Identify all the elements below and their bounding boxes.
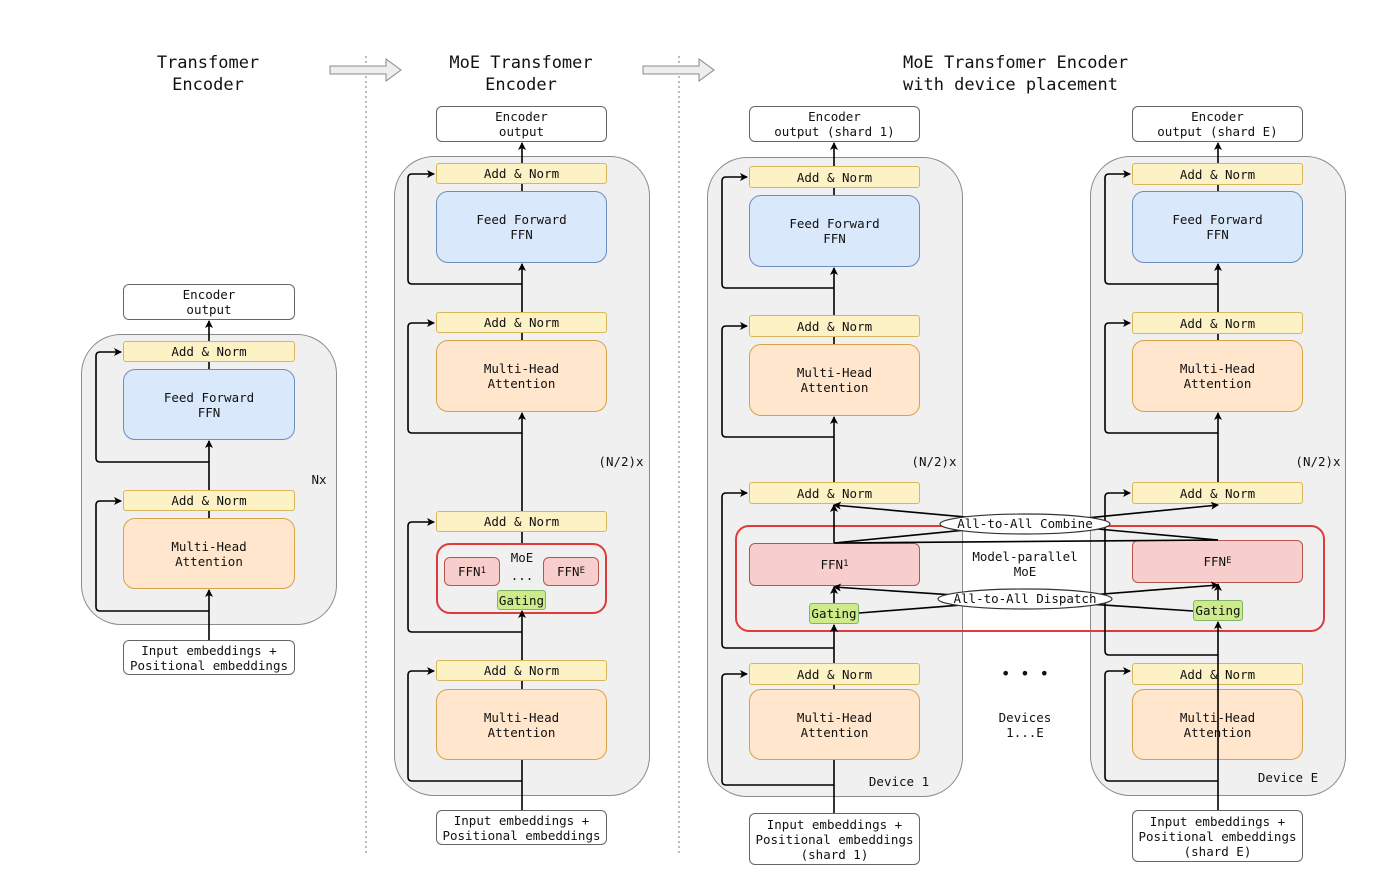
encoder-output-shard-1-box: Encoder output (shard 1) xyxy=(749,106,920,142)
flow-arrow-icon xyxy=(329,58,402,82)
multi-head-attention-box: Multi-Head Attention xyxy=(436,689,607,760)
expert-subscript: 1 xyxy=(843,559,849,569)
multi-head-attention-box: Multi-Head Attention xyxy=(436,340,607,412)
repeat-label: (N/2)x xyxy=(911,454,957,469)
all-to-all-combine-label: All-to-All Combine xyxy=(957,516,1093,531)
repeat-label: (N/2)x xyxy=(1295,454,1341,469)
expert-subscript: 1 xyxy=(480,566,486,576)
add-norm-box: Add & Norm xyxy=(1132,163,1303,185)
gating-box: Gating xyxy=(497,590,546,610)
add-norm-box: Add & Norm xyxy=(436,312,607,333)
add-norm-box: Add & Norm xyxy=(749,166,920,188)
multi-head-attention-box: Multi-Head Attention xyxy=(123,518,295,589)
feed-forward-box: Feed Forward FFN xyxy=(749,195,920,267)
encoder-output-box: Encoder output xyxy=(123,284,295,320)
repeat-label: (N/2)x xyxy=(598,454,644,469)
device-e-label: Device E xyxy=(1257,770,1319,785)
add-norm-box: Add & Norm xyxy=(1132,482,1303,504)
devices-range-label: Devices 1...E xyxy=(998,710,1052,740)
moe-label: MoE xyxy=(510,550,534,565)
add-norm-box: Add & Norm xyxy=(749,663,920,685)
input-embeddings-shard-e-box: Input embeddings + Positional embeddings… xyxy=(1132,810,1303,862)
add-norm-box: Add & Norm xyxy=(123,490,295,511)
input-embeddings-box: Input embeddings + Positional embeddings xyxy=(436,810,607,845)
multi-head-attention-box: Multi-Head Attention xyxy=(749,689,920,760)
expert-ellipsis: ... xyxy=(510,568,534,583)
feed-forward-box: Feed Forward FFN xyxy=(123,369,295,440)
expert-label: FFN xyxy=(557,564,580,579)
add-norm-box: Add & Norm xyxy=(123,341,295,362)
encoder-output-box: Encoder output xyxy=(436,106,607,142)
flow-arrow-icon xyxy=(642,58,715,82)
add-norm-box: Add & Norm xyxy=(1132,663,1303,685)
add-norm-box: Add & Norm xyxy=(436,660,607,681)
repeat-label: Nx xyxy=(311,472,327,487)
title-moe-device-placement: MoE Transfomer Encoder with device place… xyxy=(903,53,1129,95)
expert-label: FFN xyxy=(458,564,481,579)
all-to-all-dispatch-label: All-to-All Dispatch xyxy=(953,591,1097,606)
expert-subscript: E xyxy=(1226,556,1232,566)
feed-forward-box: Feed Forward FFN xyxy=(1132,191,1303,263)
input-embeddings-box: Input embeddings + Positional embeddings xyxy=(123,640,295,675)
multi-head-attention-box: Multi-Head Attention xyxy=(749,344,920,416)
multi-head-attention-box: Multi-Head Attention xyxy=(1132,340,1303,412)
encoder-output-shard-e-box: Encoder output (shard E) xyxy=(1132,106,1303,142)
multi-head-attention-box: Multi-Head Attention xyxy=(1132,689,1303,760)
add-norm-box: Add & Norm xyxy=(749,315,920,337)
title-transformer-encoder: Transfomer Encoder xyxy=(156,53,260,95)
title-moe-transformer-encoder: MoE Transfomer Encoder xyxy=(449,53,593,95)
add-norm-box: Add & Norm xyxy=(1132,312,1303,334)
feed-forward-box: Feed Forward FFN xyxy=(436,191,607,263)
add-norm-box: Add & Norm xyxy=(436,511,607,532)
add-norm-box: Add & Norm xyxy=(749,482,920,504)
input-embeddings-shard-1-box: Input embeddings + Positional embeddings… xyxy=(749,813,920,865)
more-devices-ellipsis: • • • xyxy=(1000,664,1050,683)
model-parallel-moe-label: Model-parallel MoE xyxy=(972,549,1078,579)
device-1-label: Device 1 xyxy=(868,774,930,789)
add-norm-box: Add & Norm xyxy=(436,163,607,184)
expert-subscript: E xyxy=(579,566,585,576)
